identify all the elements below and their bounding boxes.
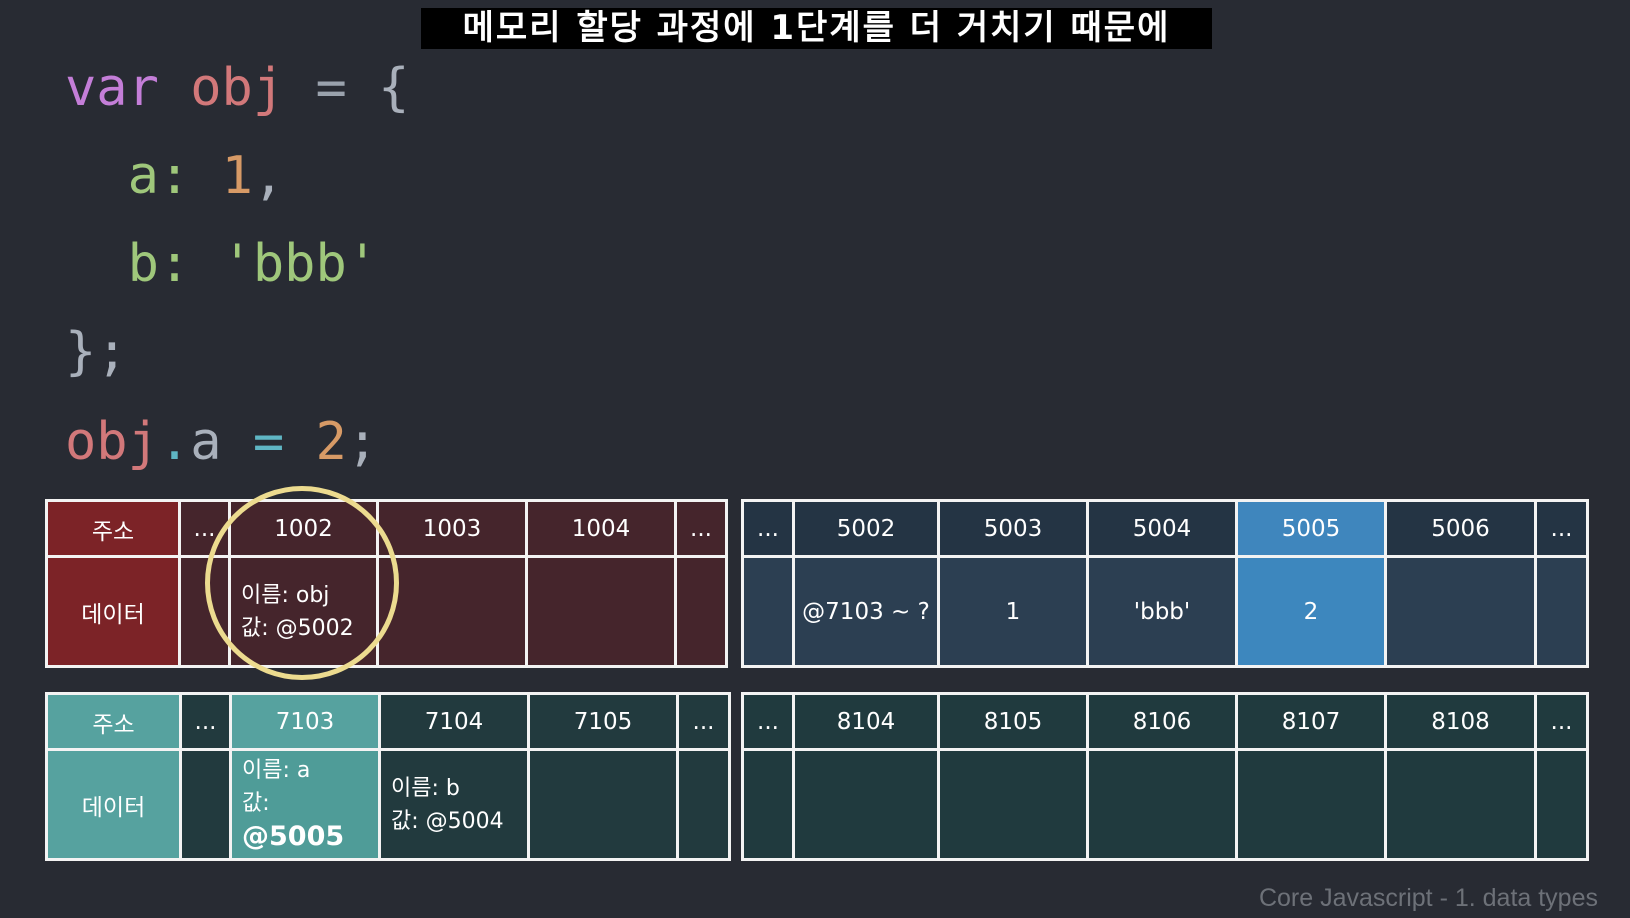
data-cell-5002: @7103 ~ ?	[792, 555, 940, 668]
address-7104: 7104	[378, 692, 530, 751]
data-cell-empty	[179, 748, 232, 861]
address-8107: 8107	[1235, 692, 1387, 751]
cell-name: 이름: a	[242, 758, 311, 783]
close-brace: };	[65, 322, 128, 382]
data-cell-empty	[1534, 555, 1589, 668]
memory-table-empty: ... 8104 8105 8106 8107 8108 ...	[741, 692, 1589, 861]
address-8105: 8105	[937, 692, 1089, 751]
prop-b-value: 'bbb'	[221, 234, 379, 294]
highlight-circle	[205, 486, 399, 680]
data-cell-5004: 'bbb'	[1086, 555, 1238, 668]
ellipsis-cell: ...	[1534, 692, 1589, 751]
code-line-5: obj.a = 2;	[65, 412, 378, 472]
var-name: obj	[190, 58, 285, 118]
subtitle-caption: 메모리 할당 과정에 1단계를 더 거치기 때문에	[421, 8, 1212, 49]
address-label: 주소	[45, 692, 182, 751]
address-row: 주소 ... 7103 7104 7105 ...	[45, 692, 731, 751]
memory-table-data: ... 5002 5003 5004 5005 5006 ... @7103 ~…	[741, 499, 1589, 668]
address-row: ... 5002 5003 5004 5005 5006 ...	[741, 499, 1589, 558]
prop-a-value: 1	[221, 146, 253, 206]
data-cell-empty	[676, 748, 731, 861]
data-cell-8105	[937, 748, 1089, 861]
data-cell-8104	[792, 748, 940, 861]
cell-value: @5005	[242, 821, 345, 852]
semicolon: ;	[346, 412, 379, 472]
code-line-1: var obj = {	[65, 58, 409, 118]
data-cell-5003: 1	[937, 555, 1089, 668]
address-row: ... 8104 8105 8106 8107 8108 ...	[741, 692, 1589, 751]
ellipsis-cell: ...	[676, 692, 731, 751]
member-dot: .	[158, 412, 191, 472]
data-cell-1004	[525, 555, 677, 668]
open-brace: {	[378, 58, 410, 118]
data-cell-7103: 이름: a 값: @5005	[229, 748, 381, 861]
cell-value-prefix: 값:	[242, 791, 270, 816]
address-5006: 5006	[1384, 499, 1537, 558]
address-8104: 8104	[792, 692, 940, 751]
code-line-4: };	[65, 322, 128, 382]
assign-op: =	[315, 58, 347, 118]
ellipsis-cell: ...	[674, 499, 728, 558]
address-7103: 7103	[229, 692, 381, 751]
data-cell-5006	[1384, 555, 1537, 668]
ellipsis-cell: ...	[741, 499, 795, 558]
comma: ,	[252, 146, 285, 206]
code-line-2: a: 1,	[65, 146, 285, 206]
keyword-var: var	[65, 58, 159, 118]
address-1004: 1004	[525, 499, 677, 558]
ellipsis-cell: ...	[1534, 499, 1589, 558]
address-5002: 5002	[792, 499, 940, 558]
address-1003: 1003	[376, 499, 528, 558]
data-cell-5005: 2	[1235, 555, 1387, 668]
data-label: 데이터	[45, 555, 181, 668]
data-row: @7103 ~ ? 1 'bbb' 2	[741, 555, 1589, 668]
address-8108: 8108	[1384, 692, 1537, 751]
data-cell-empty	[741, 748, 795, 861]
address-label: 주소	[45, 499, 181, 558]
cell-name: 이름: b	[391, 775, 460, 801]
data-cell-8108	[1384, 748, 1537, 861]
prop-b-key: b:	[127, 234, 191, 294]
cell-value: 값: @5004	[391, 808, 504, 834]
data-cell-7105	[527, 748, 679, 861]
address-8106: 8106	[1086, 692, 1238, 751]
ellipsis-cell: ...	[741, 692, 795, 751]
address-5005: 5005	[1235, 499, 1387, 558]
ellipsis-cell: ...	[179, 692, 232, 751]
address-7105: 7105	[527, 692, 679, 751]
member-a: a	[190, 412, 222, 472]
course-credit: Core Javascript - 1. data types	[1258, 884, 1598, 912]
new-value: 2	[315, 412, 347, 472]
address-5004: 5004	[1086, 499, 1238, 558]
data-cell-8107	[1235, 748, 1387, 861]
data-label: 데이터	[45, 748, 182, 861]
memory-table-object-props: 주소 ... 7103 7104 7105 ... 데이터 이름: a 값: @5…	[45, 692, 731, 861]
assign-op-2: =	[252, 412, 285, 472]
data-cell-empty	[674, 555, 728, 668]
prop-a-key: a:	[127, 146, 191, 206]
data-cell-8106	[1086, 748, 1238, 861]
address-5003: 5003	[937, 499, 1089, 558]
data-cell-empty	[741, 555, 795, 668]
cell-value-line: 값: @5005	[242, 787, 378, 855]
data-cell-empty	[1534, 748, 1589, 861]
data-cell-7104: 이름: b 값: @5004	[378, 748, 530, 861]
data-row: 데이터 이름: a 값: @5005 이름: b 값: @5004	[45, 748, 731, 861]
data-row	[741, 748, 1589, 861]
code-line-3: b: 'bbb'	[65, 234, 378, 294]
data-cell-1003	[376, 555, 528, 668]
obj-ref: obj	[65, 412, 159, 472]
